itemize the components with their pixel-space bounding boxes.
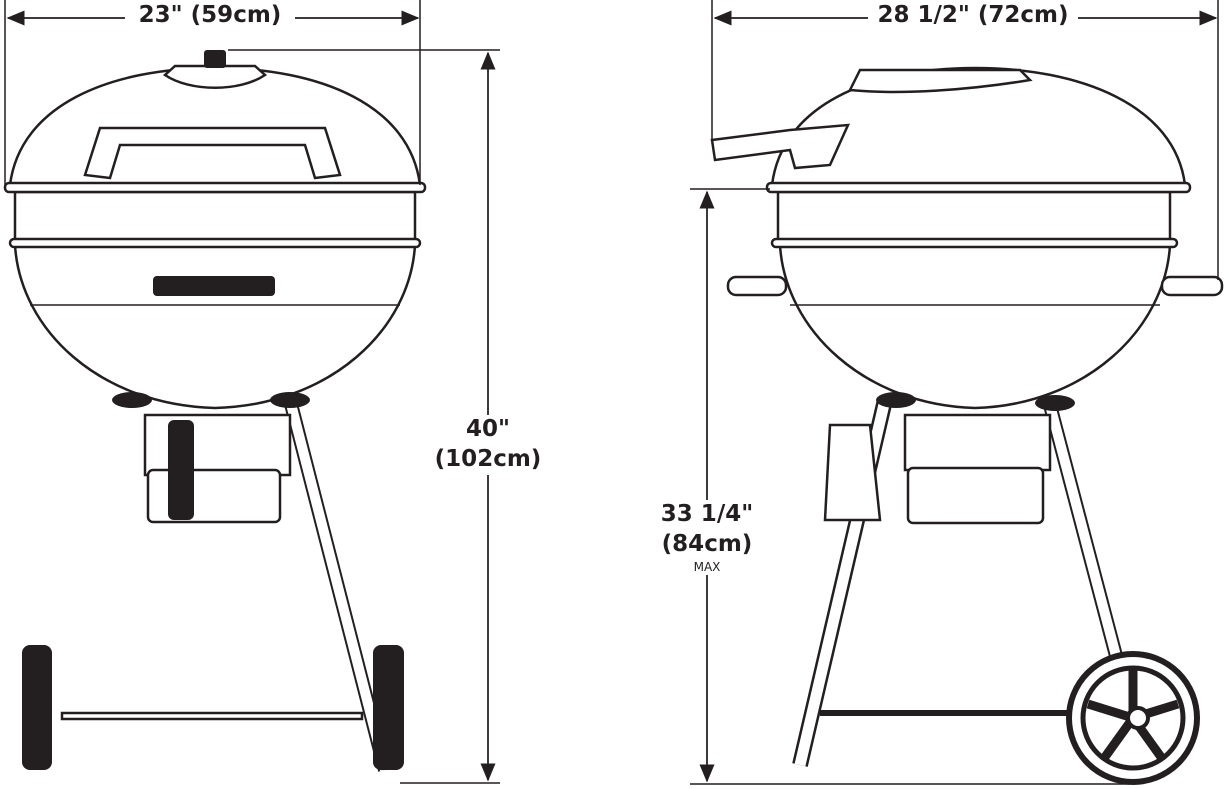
front-height-metric: (102cm) xyxy=(434,445,542,472)
front-view-grill xyxy=(3,50,427,772)
side-view-grill xyxy=(710,66,1224,785)
front-height-imperial: 40" xyxy=(466,416,510,442)
side-height-label: 33 1/4" (84cm) MAX xyxy=(648,500,766,576)
front-width-label: 23" (59cm) xyxy=(125,1,295,31)
dimension-lines xyxy=(4,0,1219,785)
bowl xyxy=(13,243,417,410)
left-wheel xyxy=(22,645,52,770)
side-lid-handle xyxy=(710,123,851,170)
side-ash-lever xyxy=(823,423,882,522)
right-wheel xyxy=(373,645,404,770)
lid-handle xyxy=(83,126,342,180)
ash-lever xyxy=(168,420,194,520)
side-height-qualifier: MAX xyxy=(693,559,721,574)
front-height-label: 40" (102cm) xyxy=(430,415,546,475)
ash-catcher xyxy=(146,468,282,524)
logo-badge xyxy=(153,276,275,296)
side-height-metric: (84cm) xyxy=(661,530,753,557)
bottom-crossbar xyxy=(60,711,364,721)
side-height-imperial: 33 1/4" xyxy=(660,501,754,527)
side-width-label: 28 1/2" (72cm) xyxy=(868,1,1078,31)
lid-vent xyxy=(162,64,268,89)
